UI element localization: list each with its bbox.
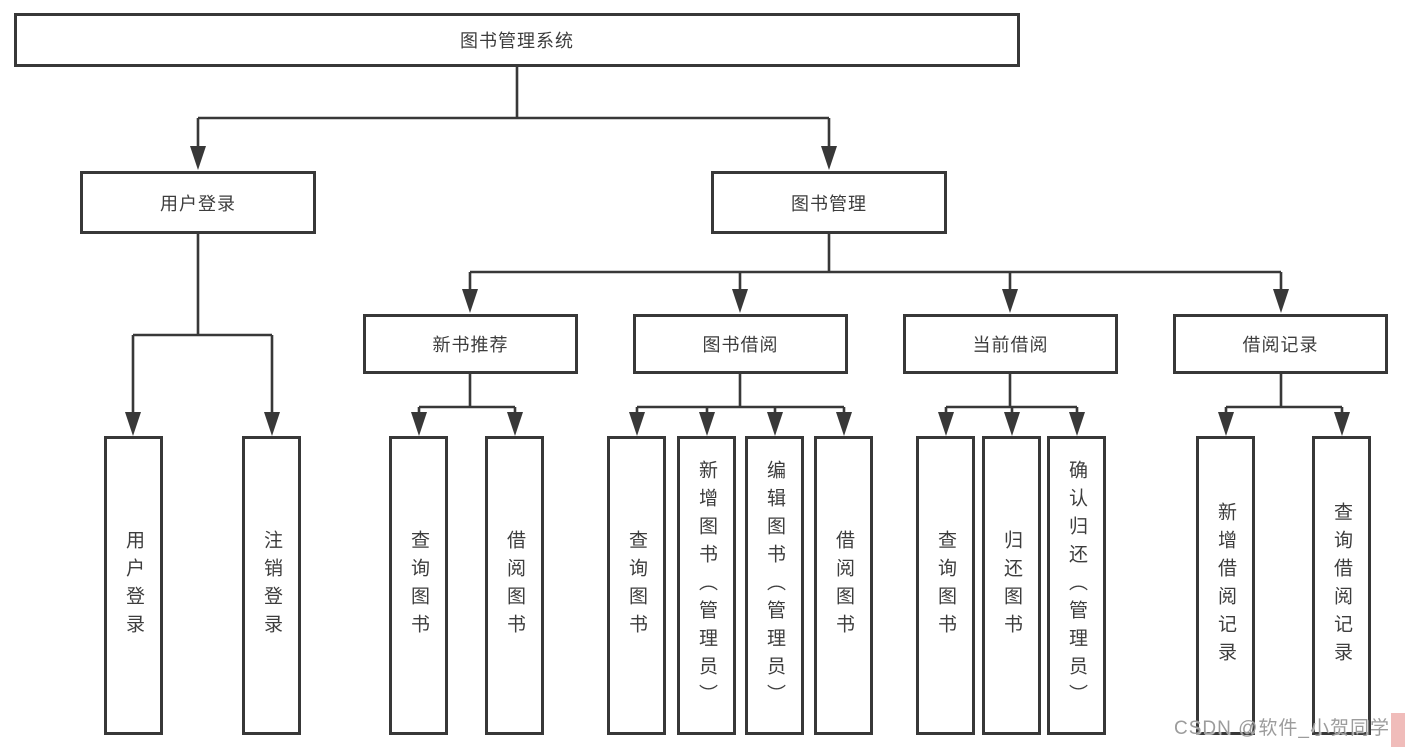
node-current-borrow: 当前借阅: [903, 314, 1118, 374]
leaf-logout: 注销登录: [242, 436, 301, 735]
node-label: 新增借阅记录: [1215, 501, 1236, 670]
node-user-login: 用户登录: [80, 171, 316, 234]
node-label: 查询图书: [408, 529, 429, 642]
node-root-library-system: 图书管理系统: [14, 13, 1020, 67]
leaf-query-books-borrow: 查询图书: [607, 436, 666, 735]
leaf-query-books-current: 查询图书: [916, 436, 975, 735]
node-label: 查询图书: [935, 529, 956, 642]
node-new-book-recommend: 新书推荐: [363, 314, 578, 374]
leaf-query-borrow-record: 查询借阅记录: [1312, 436, 1371, 735]
node-label: 用户登录: [160, 193, 236, 214]
node-label: 确认归还（管理员）: [1066, 459, 1087, 712]
leaf-borrow-books: 借阅图书: [814, 436, 873, 735]
node-label: 新书推荐: [432, 335, 509, 355]
node-label: 借阅记录: [1242, 335, 1319, 355]
node-label: 用户登录: [123, 529, 144, 642]
watermark-color-strip: [1391, 713, 1405, 747]
leaf-borrow-books-recommend: 借阅图书: [485, 436, 544, 735]
node-label: 归还图书: [1001, 529, 1022, 642]
node-label: 借阅图书: [833, 529, 854, 642]
leaf-user-login: 用户登录: [104, 436, 163, 735]
node-label: 新增图书（管理员）: [696, 459, 717, 712]
node-label: 图书管理: [791, 193, 867, 214]
node-label: 查询借阅记录: [1331, 501, 1352, 670]
leaf-return-books: 归还图书: [982, 436, 1041, 735]
node-label: 图书管理系统: [460, 31, 574, 51]
leaf-edit-books-admin: 编辑图书（管理员）: [745, 436, 804, 735]
leaf-confirm-return-admin: 确认归还（管理员）: [1047, 436, 1106, 735]
node-label: 查询图书: [626, 529, 647, 642]
node-label: 注销登录: [261, 529, 282, 642]
node-label: 当前借阅: [972, 335, 1049, 355]
node-label: 借阅图书: [504, 529, 525, 642]
node-label: 图书借阅: [702, 335, 779, 355]
leaf-add-borrow-record: 新增借阅记录: [1196, 436, 1255, 735]
node-label: 编辑图书（管理员）: [764, 459, 785, 712]
node-book-borrow: 图书借阅: [633, 314, 848, 374]
node-book-management: 图书管理: [711, 171, 947, 234]
leaf-add-books-admin: 新增图书（管理员）: [677, 436, 736, 735]
watermark-text: CSDN @软件_小贺同学: [1174, 718, 1390, 739]
arrowheads: [125, 146, 1350, 436]
node-borrow-records: 借阅记录: [1173, 314, 1388, 374]
leaf-query-books-recommend: 查询图书: [389, 436, 448, 735]
